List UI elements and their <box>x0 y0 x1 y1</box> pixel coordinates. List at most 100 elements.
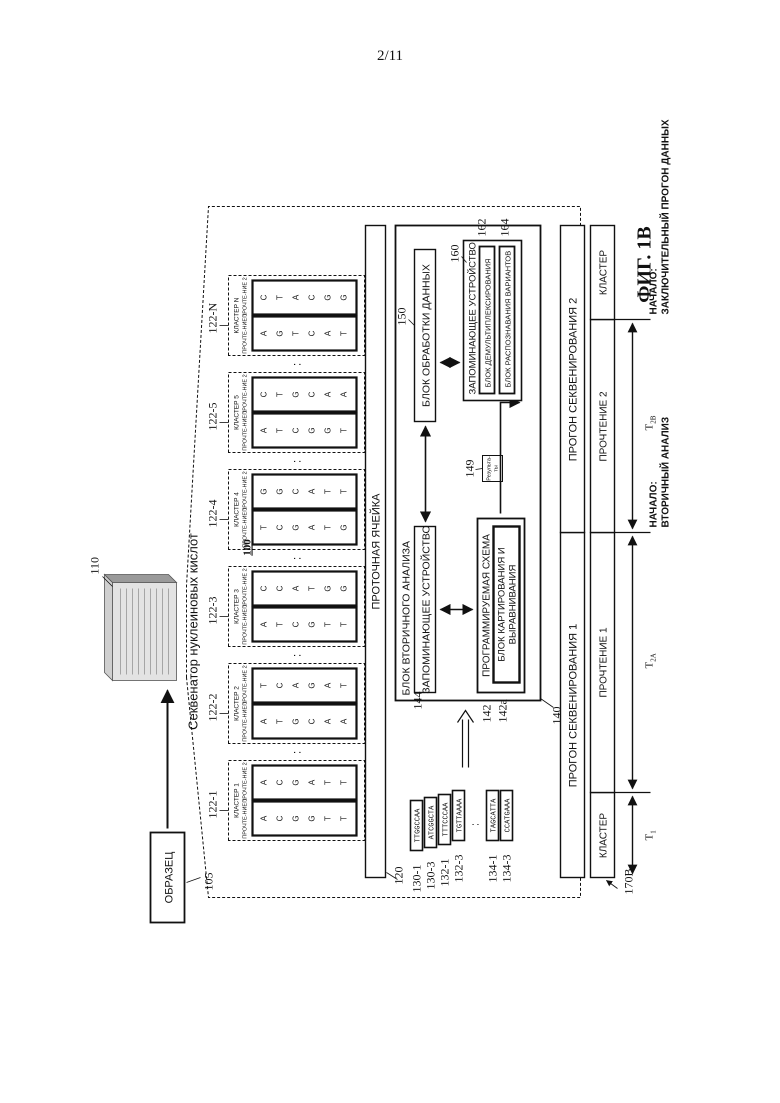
demux-label: БЛОК ДЕМУЛЬТИПЛЕКСИРОВАНИЯ <box>484 258 493 387</box>
base: A <box>340 718 349 724</box>
cluster-ref: 122-4 <box>206 500 220 528</box>
base: A <box>292 294 301 300</box>
secondary-analysis-title: БЛОК ВТОРИЧНОГО АНАЛИЗА <box>401 541 413 695</box>
base: T <box>340 622 349 627</box>
server-icon <box>105 575 177 681</box>
read1-header: ПРОЧТЕ-НИЕ 1 <box>243 701 249 741</box>
base: A <box>260 779 269 785</box>
read-strip: TAGCATTA134-1 <box>486 791 500 883</box>
processing-unit-ref: 150 <box>395 308 409 326</box>
reads-ellipsis: : <box>470 823 482 826</box>
base: A <box>308 779 317 785</box>
ellipsis: : <box>290 654 304 657</box>
ellipsis: : <box>290 557 304 560</box>
segment-read-1-label: ПРОЧТЕНИЕ 1 <box>599 627 610 697</box>
base: T <box>324 622 333 627</box>
sequencer-block: 110 Секвенатор нуклеиновых кислот <box>88 533 201 730</box>
variant-ref: 164 <box>498 219 512 237</box>
read2-header: ПРОЧТЕ-НИЕ 2 <box>243 374 249 414</box>
base: G <box>308 815 317 821</box>
base: G <box>308 682 317 688</box>
sample-ref: 105 <box>202 873 216 891</box>
read1-header: ПРОЧТЕ-НИЕ 1 <box>243 507 249 547</box>
base: A <box>260 330 269 336</box>
base: C <box>260 391 269 397</box>
base: C <box>276 524 285 530</box>
read1-header: ПРОЧТЕ-НИЕ 1 <box>243 604 249 644</box>
cluster-ref: 122-2 <box>206 694 220 722</box>
read2-header: ПРОЧТЕ-НИЕ 2 <box>243 471 249 511</box>
base: A <box>324 718 333 724</box>
cluster-name: КЛАСТЕР 2 <box>234 686 241 721</box>
results-line1: Результа- <box>487 456 493 481</box>
circuit-to-memory2-arrow <box>501 403 520 514</box>
base: T <box>260 683 269 688</box>
flow-cell-ref: 120 <box>392 867 406 885</box>
demux-ref: 162 <box>475 219 489 237</box>
secondary-analysis-block: БЛОК ВТОРИЧНОГО АНАЛИЗА 140 ЗАПОМИНАЮЩЕЕ… <box>395 219 564 725</box>
read-strip: CCATGAAA134-3 <box>500 791 514 883</box>
timeline-ref: 170В <box>622 868 636 894</box>
base: G <box>340 585 349 591</box>
memory-ref: 144 <box>411 692 425 710</box>
base: A <box>260 621 269 627</box>
read1-header: ПРОЧТЕ-НИЕ 1 <box>243 410 249 450</box>
base: T <box>324 780 333 785</box>
base: G <box>292 718 301 724</box>
base: T <box>292 331 301 336</box>
base: T <box>340 489 349 494</box>
processing-unit-label: БЛОК ОБРАБОТКИ ДАННЫХ <box>421 264 433 407</box>
memory2-label: ЗАПОМИНАЮЩЕЕ УСТРОЙСТВО <box>467 242 479 394</box>
sequencer-label: Секвенатор нуклеиновых кислот <box>186 533 201 730</box>
start-secondary-line1: НАЧАЛО: <box>649 481 660 527</box>
base: C <box>308 391 317 397</box>
cluster-ref: 122-3 <box>206 597 220 625</box>
base: T <box>260 525 269 530</box>
base: G <box>340 294 349 300</box>
read2-header: ПРОЧТЕ-НИЕ 2 <box>243 665 249 705</box>
base: A <box>260 718 269 724</box>
base: A <box>324 391 333 397</box>
results-line2: ты <box>494 465 500 472</box>
base: A <box>292 682 301 688</box>
read-ref: 132-3 <box>452 855 466 883</box>
base: A <box>324 682 333 688</box>
cluster-6: 122-NКЛАСТЕР NПРОЧТЕ-НИЕ 1AGTCATПРОЧТЕ-Н… <box>206 276 375 356</box>
base: T <box>276 428 285 433</box>
programmable-circuit-label: ПРОГРАММИРУЕМАЯ СХЕМА <box>482 534 493 677</box>
base: C <box>276 585 285 591</box>
cluster-name: КЛАСТЕР 3 <box>234 589 241 624</box>
sample-label: ОБРАЗЕЦ <box>164 852 176 904</box>
base: A <box>324 330 333 336</box>
base: T <box>276 295 285 300</box>
mapping-unit-line2: ВЫРАВНИВАНИЯ <box>508 565 519 645</box>
base: C <box>308 718 317 724</box>
read-strip: TTGGCCAA130-1 <box>410 801 424 893</box>
read2-header: ПРОЧТЕ-НИЕ 2 <box>243 762 249 802</box>
base: T <box>340 683 349 688</box>
read-ref: 134-1 <box>486 855 500 883</box>
base: T <box>308 586 317 591</box>
base: T <box>276 392 285 397</box>
base: G <box>276 488 285 494</box>
cluster-ref: 122-N <box>206 303 220 334</box>
base: T <box>324 816 333 821</box>
read-sequence: CCATGAAA <box>505 798 513 832</box>
base: T <box>340 780 349 785</box>
base: T <box>276 622 285 627</box>
base: A <box>260 815 269 821</box>
base: G <box>292 524 301 530</box>
base: A <box>308 524 317 530</box>
memory2-ref: 160 <box>448 245 462 263</box>
flow-cell-label: ПРОТОЧНАЯ ЯЧЕЙКА <box>370 493 383 610</box>
sequencer-ref: 110 <box>88 557 102 575</box>
base: T <box>324 525 333 530</box>
base: C <box>308 294 317 300</box>
base: A <box>308 488 317 494</box>
reads-stack: TTGGCCAA130-1ATCGGCTA130-3TTTCCCAA132-1T… <box>410 791 514 893</box>
base: A <box>340 391 349 397</box>
cluster-5: 122-5КЛАСТЕР 5ПРОЧТЕ-НИЕ 1ATCGGTПРОЧТЕ-Н… <box>206 373 375 453</box>
read-sequence: TGTTAAAA <box>457 798 465 832</box>
